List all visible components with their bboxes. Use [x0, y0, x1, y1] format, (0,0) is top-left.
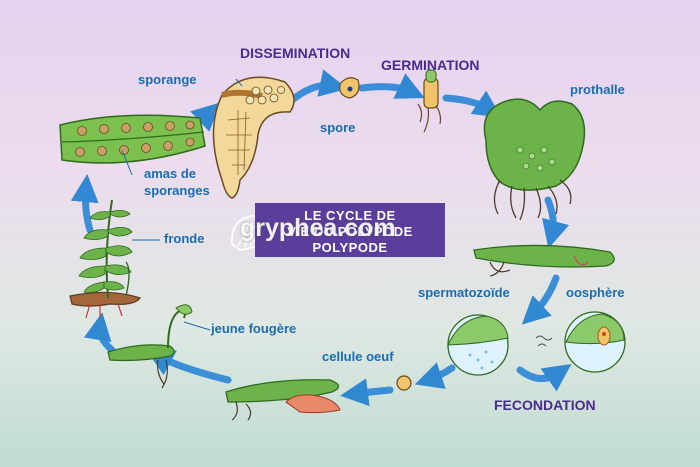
arrow-egg-to-young	[340, 378, 394, 407]
label-jeune-fougere: jeune fougère	[211, 321, 297, 336]
title-line-3: POLYPODE	[312, 240, 388, 255]
label-amas-de: amas de	[144, 166, 197, 181]
mature-fern	[69, 199, 141, 319]
arrow-prothalle-to-gametophyte	[542, 196, 570, 249]
arrow-fecondation-to-egg	[414, 362, 456, 389]
label-prothalle: prothalle	[570, 82, 625, 97]
germinating-spore	[417, 69, 442, 133]
prothallus	[483, 98, 586, 221]
gametophyte-side-view	[473, 244, 615, 277]
label-fronde: fronde	[164, 231, 205, 246]
spore-shape	[339, 77, 360, 99]
young-fern-sprout	[107, 304, 193, 389]
spermatozoid-swimming	[535, 335, 553, 347]
title-line-2: VIE DU POLYPODE	[287, 224, 413, 239]
arrow-sporange-to-spore	[288, 69, 348, 104]
label-sporange: sporange	[138, 72, 197, 87]
watermark-text: gryphea.com	[240, 214, 396, 242]
label-sporanges: sporanges	[144, 183, 210, 198]
label-cellule-oeuf: cellule oeuf	[322, 349, 394, 364]
arrow-young-to-sporophyte	[145, 349, 232, 384]
label-spermatozoide: spermatozoïde	[418, 285, 510, 300]
label-spore: spore	[320, 120, 356, 135]
arrow-gametophyte-to-fecondation	[521, 274, 560, 325]
leader-lines	[121, 78, 243, 331]
diagram-title: LE CYCLE DE VIE DU POLYPODE POLYPODE	[255, 203, 445, 257]
stage-dissemination: DISSEMINATION	[240, 45, 351, 61]
arrow-spore-to-germination	[358, 73, 425, 99]
fecondation-archegonium	[564, 311, 626, 373]
stage-germination: GERMINATION	[381, 57, 480, 73]
sporangium	[212, 76, 295, 199]
title-line-1: LE CYCLE DE	[304, 208, 396, 223]
arrow-fronde-to-amas	[70, 174, 99, 234]
arrow-germination-to-prothalle	[442, 90, 502, 118]
young-sporophyte-on-prothallus	[225, 379, 341, 421]
frond-segment	[59, 114, 206, 164]
arrow-fecondation-link	[516, 363, 572, 392]
egg-cell	[396, 375, 412, 391]
fecondation-antheridium	[447, 314, 509, 376]
stage-fecondation: FECONDATION	[494, 397, 596, 413]
arrow-sprout-to-fern	[83, 312, 116, 354]
label-oosphere: oosphère	[566, 285, 625, 300]
